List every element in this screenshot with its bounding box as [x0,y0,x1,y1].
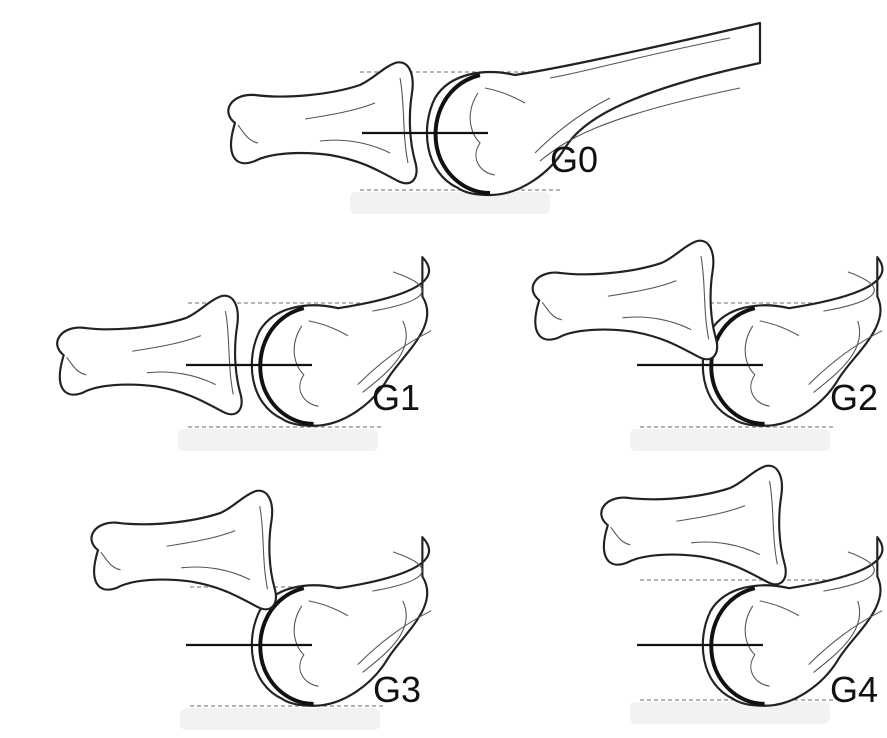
metacarpal-bone [57,296,241,415]
panel-label-g3: G3 [373,672,421,708]
panel-g0 [228,23,760,214]
panel-label-g2: G2 [830,380,878,416]
metacarpal-bone [533,241,717,360]
panel-g1 [57,257,431,451]
panel-g2 [533,241,883,451]
metacarpal-bone [601,466,785,585]
metacarpal-bone [228,62,416,183]
panel-label-g0: G0 [550,142,598,178]
metacarpal-bone [91,491,275,610]
panel-label-g1: G1 [372,380,420,416]
panel-label-g4: G4 [830,672,878,708]
